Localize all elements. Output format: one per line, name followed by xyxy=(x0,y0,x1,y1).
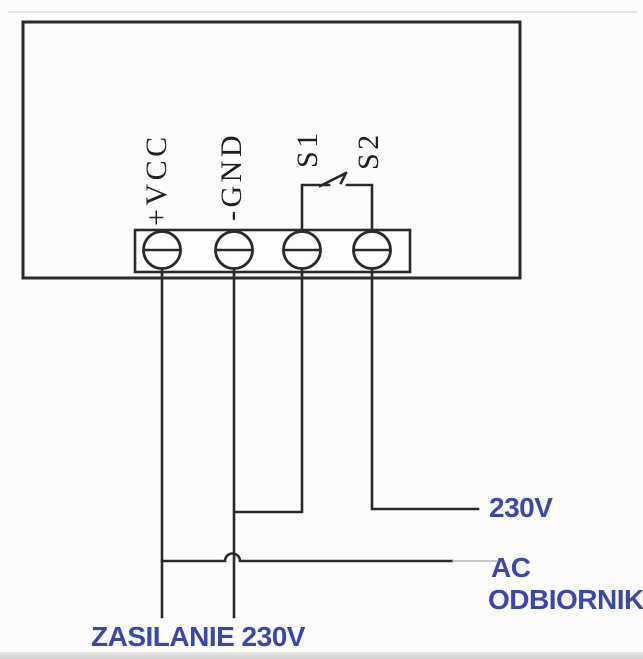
supply-label: ZASILANIE 230V xyxy=(91,621,305,652)
wire-ac-load-with-hop xyxy=(160,552,454,563)
terminal-screw-gnd xyxy=(214,230,254,270)
switch-left-lead xyxy=(300,183,331,233)
load-voltage-label: 230V xyxy=(489,492,553,523)
load-name-label: ODBIORNIK xyxy=(488,584,643,615)
terminal-screw-vcc xyxy=(142,230,182,270)
wire-s1-to-gnd xyxy=(233,267,304,514)
terminal-label-vcc: +VCC xyxy=(140,133,173,226)
terminal-label-gnd: -GND xyxy=(215,132,248,221)
terminal-label-s1: S1 xyxy=(291,129,324,168)
wire-s2-to-load xyxy=(370,267,480,511)
switch-right-lead xyxy=(345,183,374,233)
terminal-label-s2: S2 xyxy=(352,131,385,170)
switch-symbol xyxy=(300,171,374,233)
bottom-edge-artifact xyxy=(0,652,643,659)
load-type-label: AC xyxy=(491,552,531,583)
terminal-screw-s1 xyxy=(282,230,322,270)
switch-lever xyxy=(318,171,348,188)
switch-contact-tick xyxy=(339,173,347,185)
terminal-screw-s2 xyxy=(352,230,392,270)
device-outline xyxy=(21,20,522,280)
